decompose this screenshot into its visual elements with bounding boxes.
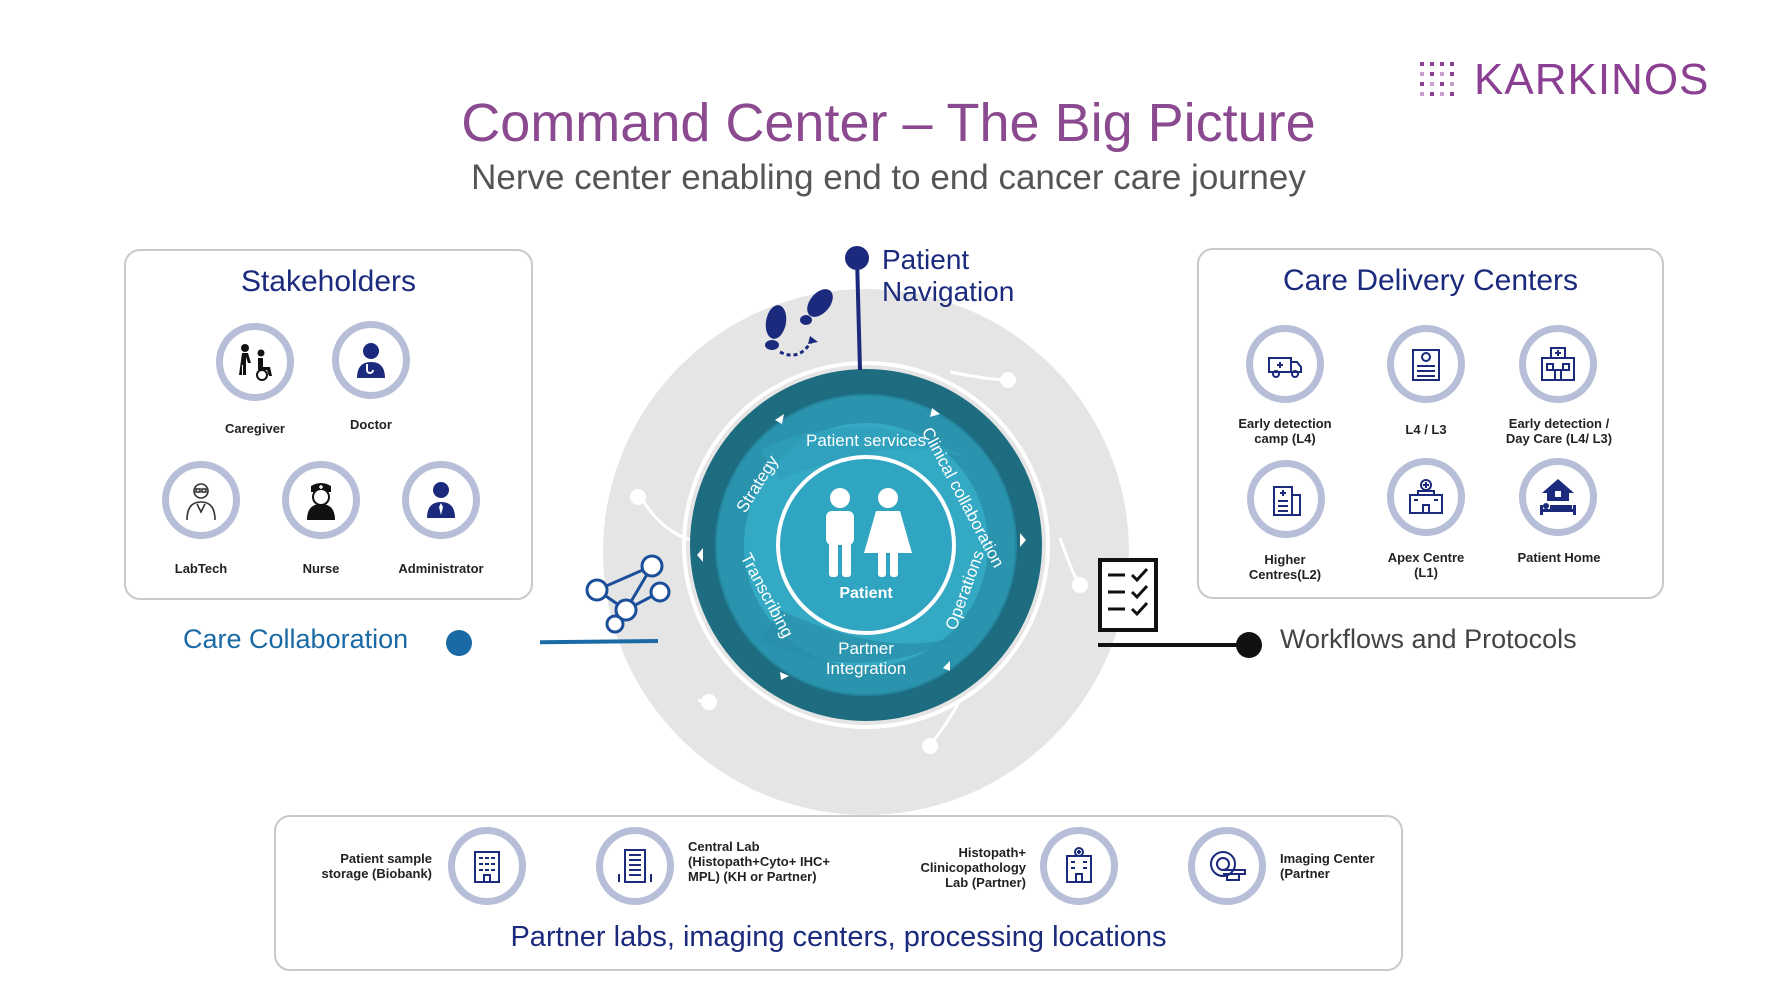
stakeholder-caregiver-label: Caregiver: [225, 421, 285, 436]
ambulance-icon: [1268, 357, 1302, 378]
connector-node: [630, 489, 646, 505]
center-patient-home-label: Patient Home: [1517, 550, 1601, 565]
patient-navigation-label: Patient Navigation: [882, 244, 1015, 307]
administrator-icon: [427, 482, 455, 518]
partner-biobank: [448, 827, 526, 905]
command-center-hub: Patient services Strategy Clinical colla…: [540, 246, 1250, 815]
partner-imaging-center: [1188, 827, 1266, 905]
biobank-building-icon: [474, 851, 500, 883]
center-higher-centres: [1247, 460, 1325, 538]
care-collaboration-dot: [446, 630, 472, 656]
connector-node: [1000, 372, 1016, 388]
partners-caption: Partner labs, imaging centers, processin…: [510, 921, 1167, 953]
karkinos-dots-icon: [1420, 62, 1454, 96]
center-apex-label: Apex Centre(L1): [1387, 550, 1465, 580]
segment-partner-integration-1: Partner: [838, 639, 894, 658]
workflows-dot: [1236, 632, 1262, 658]
stakeholder-administrator-label: Administrator: [398, 561, 484, 576]
center-early-detection-camp: [1246, 325, 1324, 403]
patient-core-label: Patient: [839, 585, 893, 602]
lab-building-icon: [1066, 847, 1092, 883]
apex-hospital-icon: [1409, 479, 1443, 514]
partner-histopath-lab: [1040, 827, 1118, 905]
workflows-protocols-label: Workflows and Protocols: [1280, 624, 1577, 654]
network-people-icon: [585, 554, 671, 634]
connector-node: [922, 738, 938, 754]
center-day-care-label: Early detection /Day Care (L4/ L3): [1505, 416, 1613, 446]
partner-central-lab: [596, 827, 674, 905]
brand-logo: KARKINOS: [1418, 55, 1710, 104]
connector-node: [701, 694, 717, 710]
ring-arrow: [930, 408, 940, 417]
page-title: Command Center – The Big Picture: [461, 93, 1316, 153]
segment-partner-integration-2: Integration: [826, 659, 906, 678]
center-l4-l3-label: L4 / L3: [1405, 422, 1447, 437]
ring-arrow: [697, 548, 703, 562]
brand-name: KARKINOS: [1474, 55, 1710, 104]
patient-navigation-pin: [845, 246, 869, 270]
center-apex: [1387, 458, 1465, 536]
center-l4-l3: [1387, 325, 1465, 403]
care-collaboration-label: Care Collaboration: [183, 624, 409, 654]
caregiver-wheelchair-icon: [239, 344, 272, 381]
checklist-icon: [1098, 558, 1158, 632]
stakeholder-doctor: [332, 321, 410, 399]
nurse-icon: [307, 483, 335, 520]
central-lab-building-icon: [618, 849, 652, 883]
stakeholder-nurse-label: Nurse: [302, 561, 340, 576]
home-bed-icon: [1540, 479, 1576, 515]
footprints-icon: [765, 289, 833, 357]
stakeholder-caregiver: [216, 323, 294, 401]
stakeholder-nurse: [282, 461, 360, 539]
page-subtitle: Nerve center enabling end to end cancer …: [471, 158, 1306, 197]
ring-arrow: [780, 672, 789, 680]
stakeholder-doctor-label: Doctor: [350, 417, 392, 432]
ring-arrow: [775, 414, 784, 424]
center-day-care: [1519, 325, 1597, 403]
clinic-building-icon: [1412, 349, 1440, 381]
ring-arrow: [1020, 533, 1026, 547]
stakeholders-panel: Stakeholders Caregiver Doctor LabTech Nu…: [124, 249, 533, 600]
partner-imaging-center-label: Imaging Center(Partner: [1280, 851, 1375, 881]
center-patient-home: [1519, 458, 1597, 536]
stakeholder-administrator: [402, 461, 480, 539]
hub-mid-ring: [715, 394, 1017, 696]
connector-node: [1072, 577, 1088, 593]
higher-centre-building-icon: [1273, 486, 1301, 516]
segment-patient-services: Patient services: [806, 431, 926, 450]
ring-arrow: [943, 661, 950, 671]
mri-scanner-icon: [1210, 851, 1246, 881]
stakeholder-labtech-label: LabTech: [174, 561, 228, 576]
care-delivery-title: Care Delivery Centers: [1282, 264, 1579, 297]
partner-central-lab-label: Central Lab(Histopath+Cyto+ IHC+MPL) (KH…: [688, 839, 830, 884]
patient-couple-icon: [826, 488, 912, 577]
stakeholders-title: Stakeholders: [240, 265, 417, 298]
doctor-icon: [357, 343, 385, 378]
day-care-building-icon: [1541, 347, 1575, 381]
stakeholder-labtech: [162, 461, 240, 539]
patient-core: [776, 455, 956, 635]
labtech-icon: [186, 483, 216, 521]
